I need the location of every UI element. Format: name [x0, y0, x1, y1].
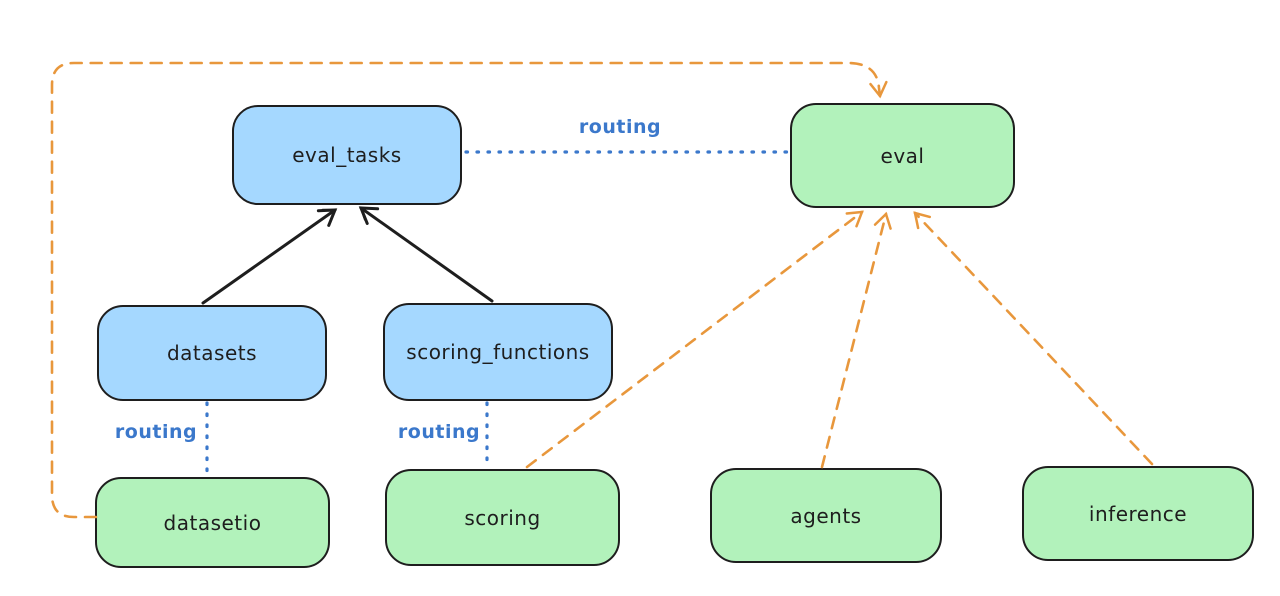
edge-label-routing-scoring: routing — [397, 421, 481, 443]
edge-datasets-evaltasks — [201, 208, 338, 305]
node-eval-tasks-label: eval_tasks — [292, 143, 402, 167]
node-agents-label: agents — [790, 503, 862, 528]
edge-agents-eval — [820, 211, 892, 469]
node-datasetio-label: datasetio — [163, 510, 262, 535]
edge-label-routing-top: routing — [578, 116, 662, 138]
node-inference: inference — [1022, 466, 1254, 561]
node-scoring: scoring — [385, 469, 620, 566]
edge-inference-eval — [913, 211, 1154, 466]
node-agents: agents — [710, 468, 942, 563]
node-scoring-functions: scoring_functions — [383, 303, 613, 401]
node-eval: eval — [790, 103, 1015, 208]
edge-datasetio-eval — [50, 61, 888, 519]
node-eval-tasks: eval_tasks — [232, 105, 462, 205]
node-inference-label: inference — [1088, 501, 1188, 526]
edge-label-routing-datasets: routing — [114, 421, 198, 443]
node-scoring-functions-label: scoring_functions — [406, 340, 590, 364]
node-datasetio: datasetio — [95, 477, 330, 568]
edge-scoringfunctions-evaltasks — [358, 206, 494, 303]
node-datasets-label: datasets — [166, 341, 258, 365]
node-datasets: datasets — [97, 305, 327, 401]
node-scoring-label: scoring — [464, 505, 541, 530]
node-eval-label: eval — [880, 143, 925, 168]
